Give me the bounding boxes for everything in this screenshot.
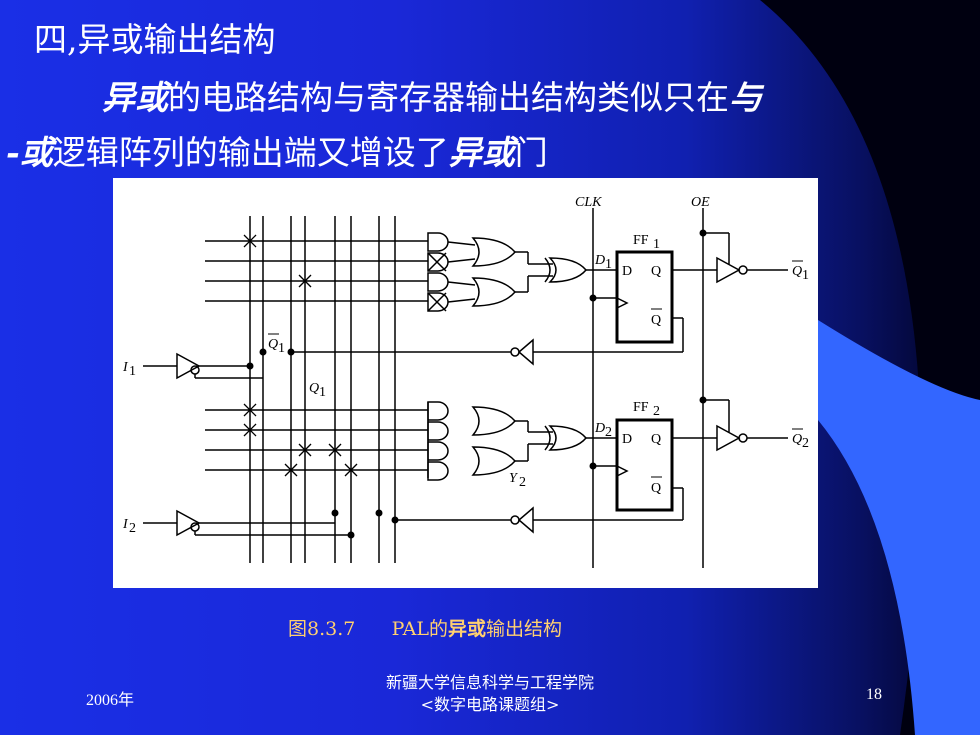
footer-date: 2006年 <box>86 692 135 709</box>
feedback-q1-sub: 1 <box>319 385 326 400</box>
caption-middle: PAL的 <box>391 618 448 640</box>
output-q2-label: Q <box>792 432 802 447</box>
d1-sub: 1 <box>605 257 612 272</box>
caption-number: 图8.3.7 <box>288 618 356 640</box>
paragraph-text: 逻辑阵列的输出端又增设了 <box>52 133 449 172</box>
input-i2-label: I <box>122 517 129 532</box>
slide-title: 四,异或输出结构 <box>34 20 276 59</box>
caption-bold: 异或 <box>448 618 487 640</box>
footer-org-line-1: 新疆大学信息科学与工程学院 <box>385 673 594 692</box>
output-q2-sub: 2 <box>802 436 809 451</box>
highlight-or: -或 <box>6 133 53 172</box>
footer-org-line-2: <数字电路课题组> <box>420 695 560 714</box>
pal-xor-circuit-diagram: CLK OE FF 1 FF 2 D 1 D 2 D Q Q D Q Q Q 1… <box>113 178 818 588</box>
ff2-sub: 2 <box>653 404 660 419</box>
ff2-qbar-pin: Q <box>651 481 661 496</box>
footer-organization: 新疆大学信息科学与工程学院 <数字电路课题组> <box>340 672 640 716</box>
input-i1-sub: 1 <box>129 364 136 379</box>
d2-sub: 2 <box>605 425 612 440</box>
input-i1-label: I <box>122 360 129 375</box>
ff1-label: FF <box>633 233 649 248</box>
ff1-sub: 1 <box>653 237 660 252</box>
ff2-q-pin: Q <box>651 432 661 447</box>
highlight-xor: 异或 <box>448 133 515 172</box>
ff1-q-pin: Q <box>651 264 661 279</box>
page-number: 18 <box>866 686 882 703</box>
paragraph-line-1: 异或的电路结构与寄存器输出结构类似只在与 <box>102 78 762 118</box>
oe-label: OE <box>691 195 710 210</box>
paragraph-text: 的电路结构与寄存器输出结构类似只在 <box>168 78 729 117</box>
paragraph-line-2: -或逻辑阵列的输出端又增设了异或门 <box>6 133 548 173</box>
input-i2-sub: 2 <box>129 521 136 536</box>
caption-suffix: 输出结构 <box>486 618 563 640</box>
figure-caption: 图8.3.7 PAL的异或输出结构 <box>288 614 562 641</box>
ff2-label: FF <box>633 400 649 415</box>
ff1-d-pin: D <box>622 264 632 279</box>
d2-label: D <box>594 421 605 436</box>
circuit-svg: CLK OE FF 1 FF 2 D 1 D 2 D Q Q D Q Q Q 1… <box>122 195 809 568</box>
ff2-d-pin: D <box>622 432 632 447</box>
clk-label: CLK <box>575 195 602 210</box>
highlight-and: 与 <box>729 78 762 117</box>
ff1-qbar-pin: Q <box>651 313 661 328</box>
feedback-q1-label: Q <box>309 381 319 396</box>
feedback-qbar1-sub: 1 <box>278 341 285 356</box>
feedback-qbar1-label: Q <box>268 337 278 352</box>
paragraph-text: 门 <box>514 133 548 172</box>
highlight-xor: 异或 <box>102 78 168 117</box>
d1-label: D <box>594 253 605 268</box>
output-q1-label: Q <box>792 264 802 279</box>
output-q1-sub: 1 <box>802 268 809 283</box>
y2-label: Y <box>509 471 519 486</box>
y2-sub: 2 <box>519 475 526 490</box>
